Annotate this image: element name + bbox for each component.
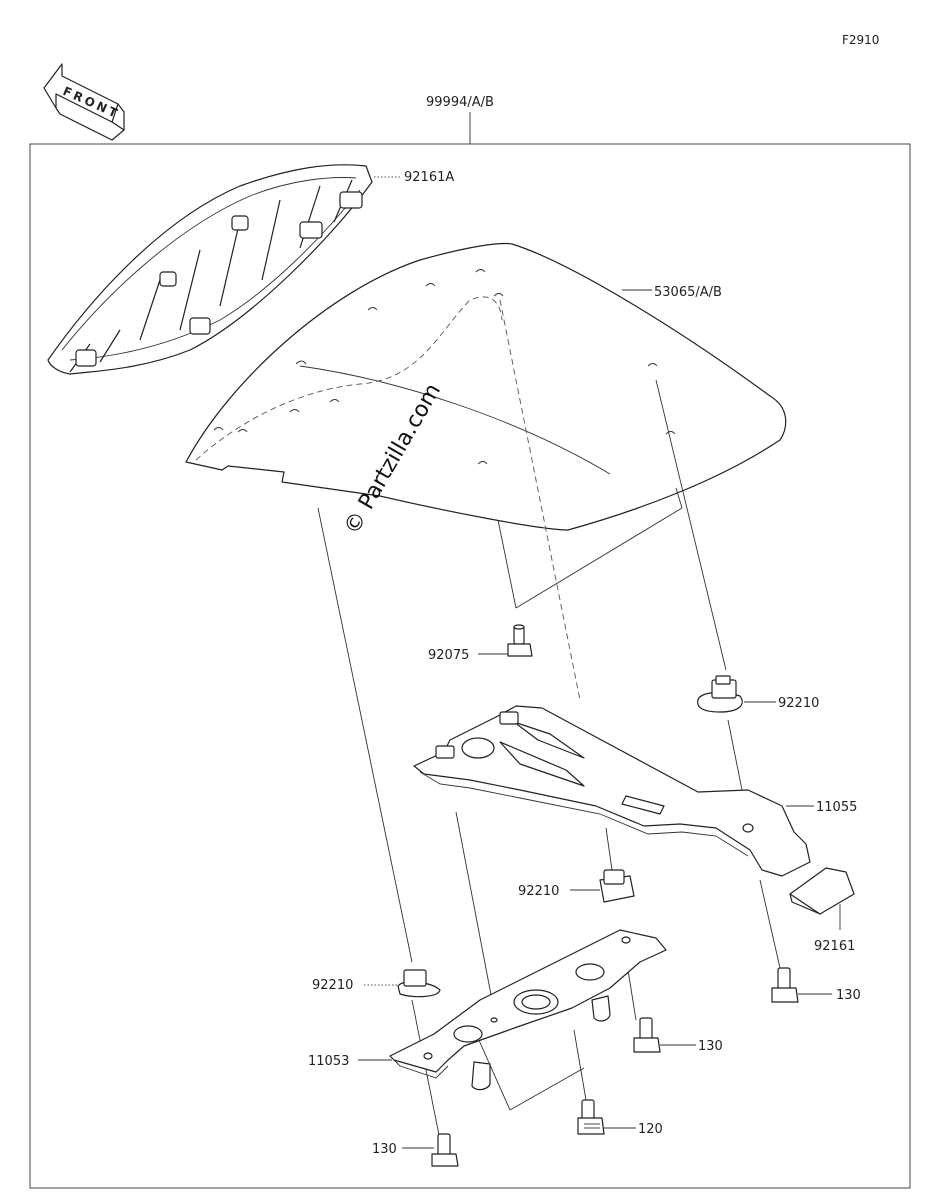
part-92210-lower-label: 92210 [312, 978, 353, 993]
screw-120 [577, 1099, 605, 1135]
part-130-right-label: 130 [836, 988, 861, 1003]
part-92161-label: 92161 [814, 939, 855, 954]
part-130-bottom-label: 130 [372, 1142, 397, 1157]
bolt-130-bottom [431, 1133, 459, 1167]
bracket-11055 [413, 705, 811, 877]
watermark: © Partzilla.com [340, 379, 447, 539]
part-92210-middle-label: 92210 [518, 884, 559, 899]
part-130-middle-label: 130 [698, 1039, 723, 1054]
seat-cover [185, 242, 787, 531]
part-92161A-label: 92161A [404, 170, 454, 185]
part-11053-label: 11053 [308, 1054, 349, 1069]
pad-92161 [789, 867, 855, 915]
clip-92210-upper [697, 675, 743, 713]
seat-cover-inner [47, 164, 373, 375]
assembly-label: 99994/A/B [426, 95, 494, 110]
part-11055-label: 11055 [816, 800, 857, 815]
part-120-label: 120 [638, 1122, 663, 1137]
clip-92210-lower [397, 969, 441, 998]
part-92075-label: 92075 [428, 648, 469, 663]
part-92210-upper-label: 92210 [778, 696, 819, 711]
assembly-frame [29, 143, 911, 1189]
base-plate-11053 [389, 929, 667, 1091]
part-53065-label: 53065/A/B [654, 285, 722, 300]
bolt-130-right [771, 967, 799, 1003]
bolt-130-middle [633, 1017, 661, 1053]
front-arrow-icon: FRONT [43, 63, 125, 141]
figure-code: F2910 [842, 33, 879, 47]
clip-92210-middle [599, 869, 635, 903]
pin-92075 [507, 624, 533, 657]
